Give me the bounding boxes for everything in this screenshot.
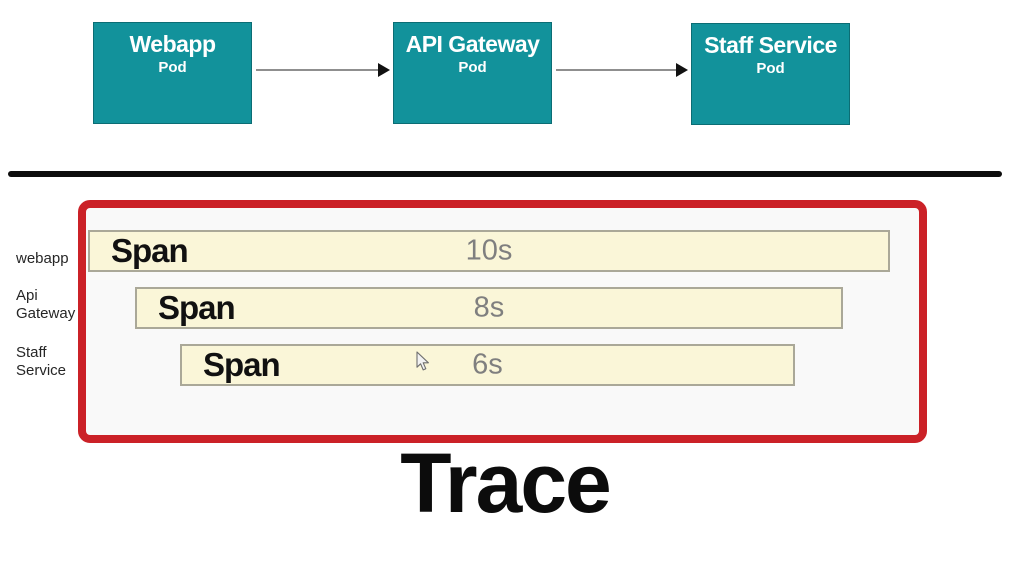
flow-arrow-icon — [556, 63, 688, 77]
span-duration: 8s — [473, 291, 505, 324]
service-label-staff-service: Staff Service — [16, 344, 66, 380]
pod-subtitle: Pod — [756, 60, 785, 77]
span-bar-staff-service: Span 6s — [180, 344, 795, 386]
arrow-head — [676, 63, 688, 77]
span-bar-api-gateway: Span 8s — [135, 287, 843, 329]
span-label: Span — [158, 289, 236, 326]
service-label-line: Api — [16, 287, 38, 304]
service-label-line: Gateway — [16, 305, 76, 322]
pod-title: Staff Service — [704, 32, 837, 58]
service-label-line: Service — [16, 362, 67, 379]
service-label-line: webapp — [16, 250, 69, 267]
service-label-api-gateway: Api Gateway — [16, 287, 75, 323]
trace-caption: Trace — [400, 436, 612, 530]
pod-subtitle: Pod — [158, 59, 187, 76]
mouse-cursor-icon — [416, 351, 429, 371]
pod-webapp: Webapp Pod — [93, 22, 252, 124]
pod-title: Webapp — [129, 31, 216, 57]
flow-arrow-icon — [256, 63, 390, 77]
pod-staff-service: Staff Service Pod — [691, 23, 850, 125]
arrow-shaft — [556, 69, 679, 71]
span-bar-webapp: Span 10s — [88, 230, 890, 272]
arrow-shaft — [256, 69, 381, 71]
service-label-webapp: webapp — [16, 250, 69, 268]
pod-subtitle: Pod — [458, 59, 487, 76]
section-divider — [8, 171, 1002, 177]
span-label: Span — [111, 232, 189, 269]
span-duration: 10s — [465, 234, 513, 267]
span-label: Span — [203, 346, 281, 383]
service-label-line: Staff — [16, 344, 47, 361]
pod-api-gateway: API Gateway Pod — [393, 22, 552, 124]
span-duration: 6s — [472, 348, 503, 381]
arrow-head — [378, 63, 390, 77]
pod-title: API Gateway — [405, 31, 540, 57]
